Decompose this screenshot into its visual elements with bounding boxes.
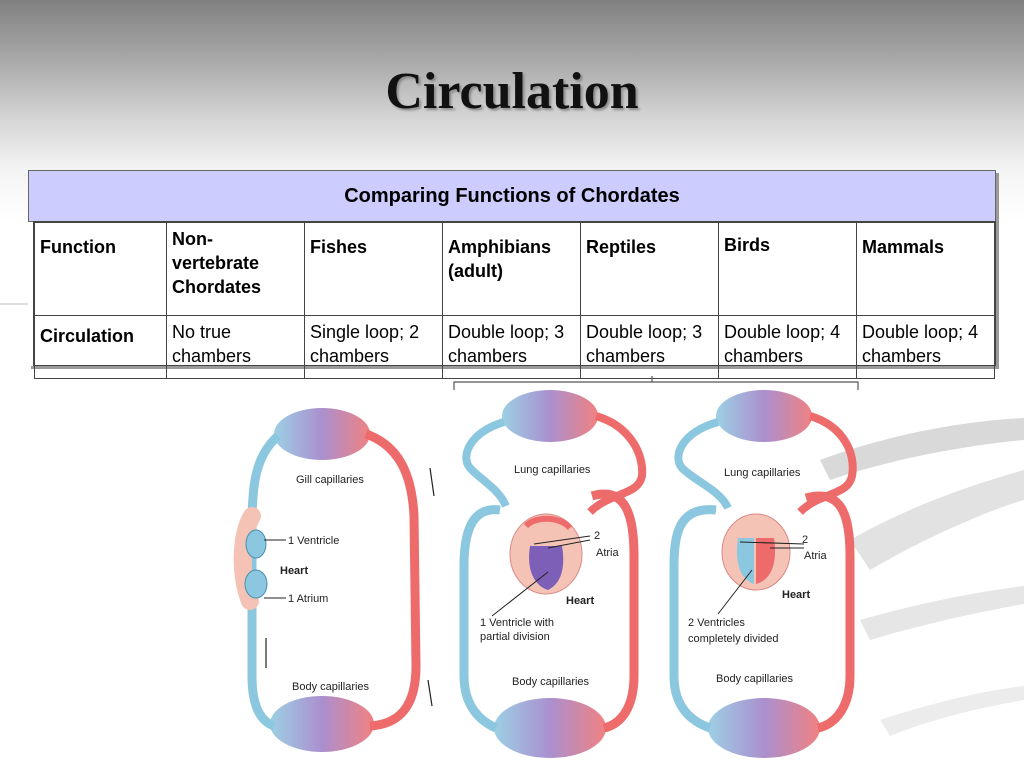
cell-mammals: Double loop; 4 chambers	[856, 315, 995, 379]
table-row: Circulation No true chambers Single loop…	[34, 315, 995, 379]
amphibian-ventricle-line1: 1 Ventricle with	[480, 617, 554, 629]
circulation-diagram: Gill capillaries 1 Ventricle Heart 1 Atr…	[233, 376, 859, 758]
header-cell-mammals: Mammals	[856, 222, 995, 316]
amphibian-body-capillary-bed	[494, 698, 606, 758]
cell-amphibians: Double loop; 3 chambers	[442, 315, 581, 379]
amphibian-body-capillaries-label: Body capillaries	[512, 676, 590, 688]
fish-heart-label: Heart	[280, 565, 308, 577]
fish-body-capillaries-label: Body capillaries	[292, 681, 370, 693]
amphibian-ventricle-line2: partial division	[480, 631, 550, 643]
mammal-body-capillaries-label: Body capillaries	[716, 673, 794, 685]
table-body: Function Non-vertebrate Chordates Fishes…	[33, 221, 996, 379]
fish-body-capillary-bed	[270, 696, 374, 752]
table-caption: Comparing Functions of Chordates	[28, 170, 996, 222]
amphibian-lung-capillary-bed	[502, 390, 598, 442]
mammal-ventricles-line1: 2 Ventricles	[688, 617, 745, 629]
amphibian-heart-label: Heart	[566, 595, 594, 607]
mammal-body-capillary-bed	[708, 698, 820, 758]
header-cell-birds: Birds	[718, 222, 857, 316]
fish-ventricle-label: 1 Ventricle	[288, 535, 339, 547]
header-cell-non-vertebrate: Non-vertebrate Chordates	[166, 222, 305, 316]
cell-non-vertebrate: No true chambers	[166, 315, 305, 379]
mammal-lung-capillaries-label: Lung capillaries	[724, 467, 801, 479]
fish-circulation: Gill capillaries 1 Ventricle Heart 1 Atr…	[233, 408, 435, 752]
amphibian-atria-label: Atria	[596, 547, 620, 559]
mammal-lung-capillary-bed	[716, 390, 812, 442]
cell-fishes: Single loop; 2 chambers	[304, 315, 443, 379]
row-label-circulation: Circulation	[34, 315, 167, 379]
fish-atrium-label: 1 Atrium	[288, 593, 328, 605]
header-cell-reptiles: Reptiles	[580, 222, 719, 316]
mammal-ventricles-line2: completely divided	[688, 633, 779, 645]
mammal-atria-label: Atria	[804, 550, 828, 562]
header-cell-function: Function	[34, 222, 167, 316]
table-header-row: Function Non-vertebrate Chordates Fishes…	[34, 222, 995, 316]
amphibian-lung-capillaries-label: Lung capillaries	[514, 464, 591, 476]
mammal-heart-label: Heart	[782, 589, 810, 601]
slide-title: Circulation	[385, 63, 639, 120]
header-cell-fishes: Fishes	[304, 222, 443, 316]
fish-gill-capillary-bed	[274, 408, 370, 460]
amphibian-atria-number: 2	[594, 530, 600, 542]
comparison-table: Comparing Functions of Chordates Functio…	[28, 170, 996, 379]
fish-gill-capillaries-label: Gill capillaries	[296, 474, 364, 486]
header-cell-amphibians: Amphibians (adult)	[442, 222, 581, 316]
amphibian-circulation: Lung capillaries 2 Atria Heart 1 Ventric…	[459, 390, 647, 758]
cell-birds: Double loop; 4 chambers	[718, 315, 857, 379]
cell-reptiles: Double loop; 3 chambers	[580, 315, 719, 379]
mammal-circulation: Lung capillaries 2 Atria Heart 2 Ventric…	[669, 390, 857, 758]
mammal-atria-number: 2	[802, 534, 808, 546]
